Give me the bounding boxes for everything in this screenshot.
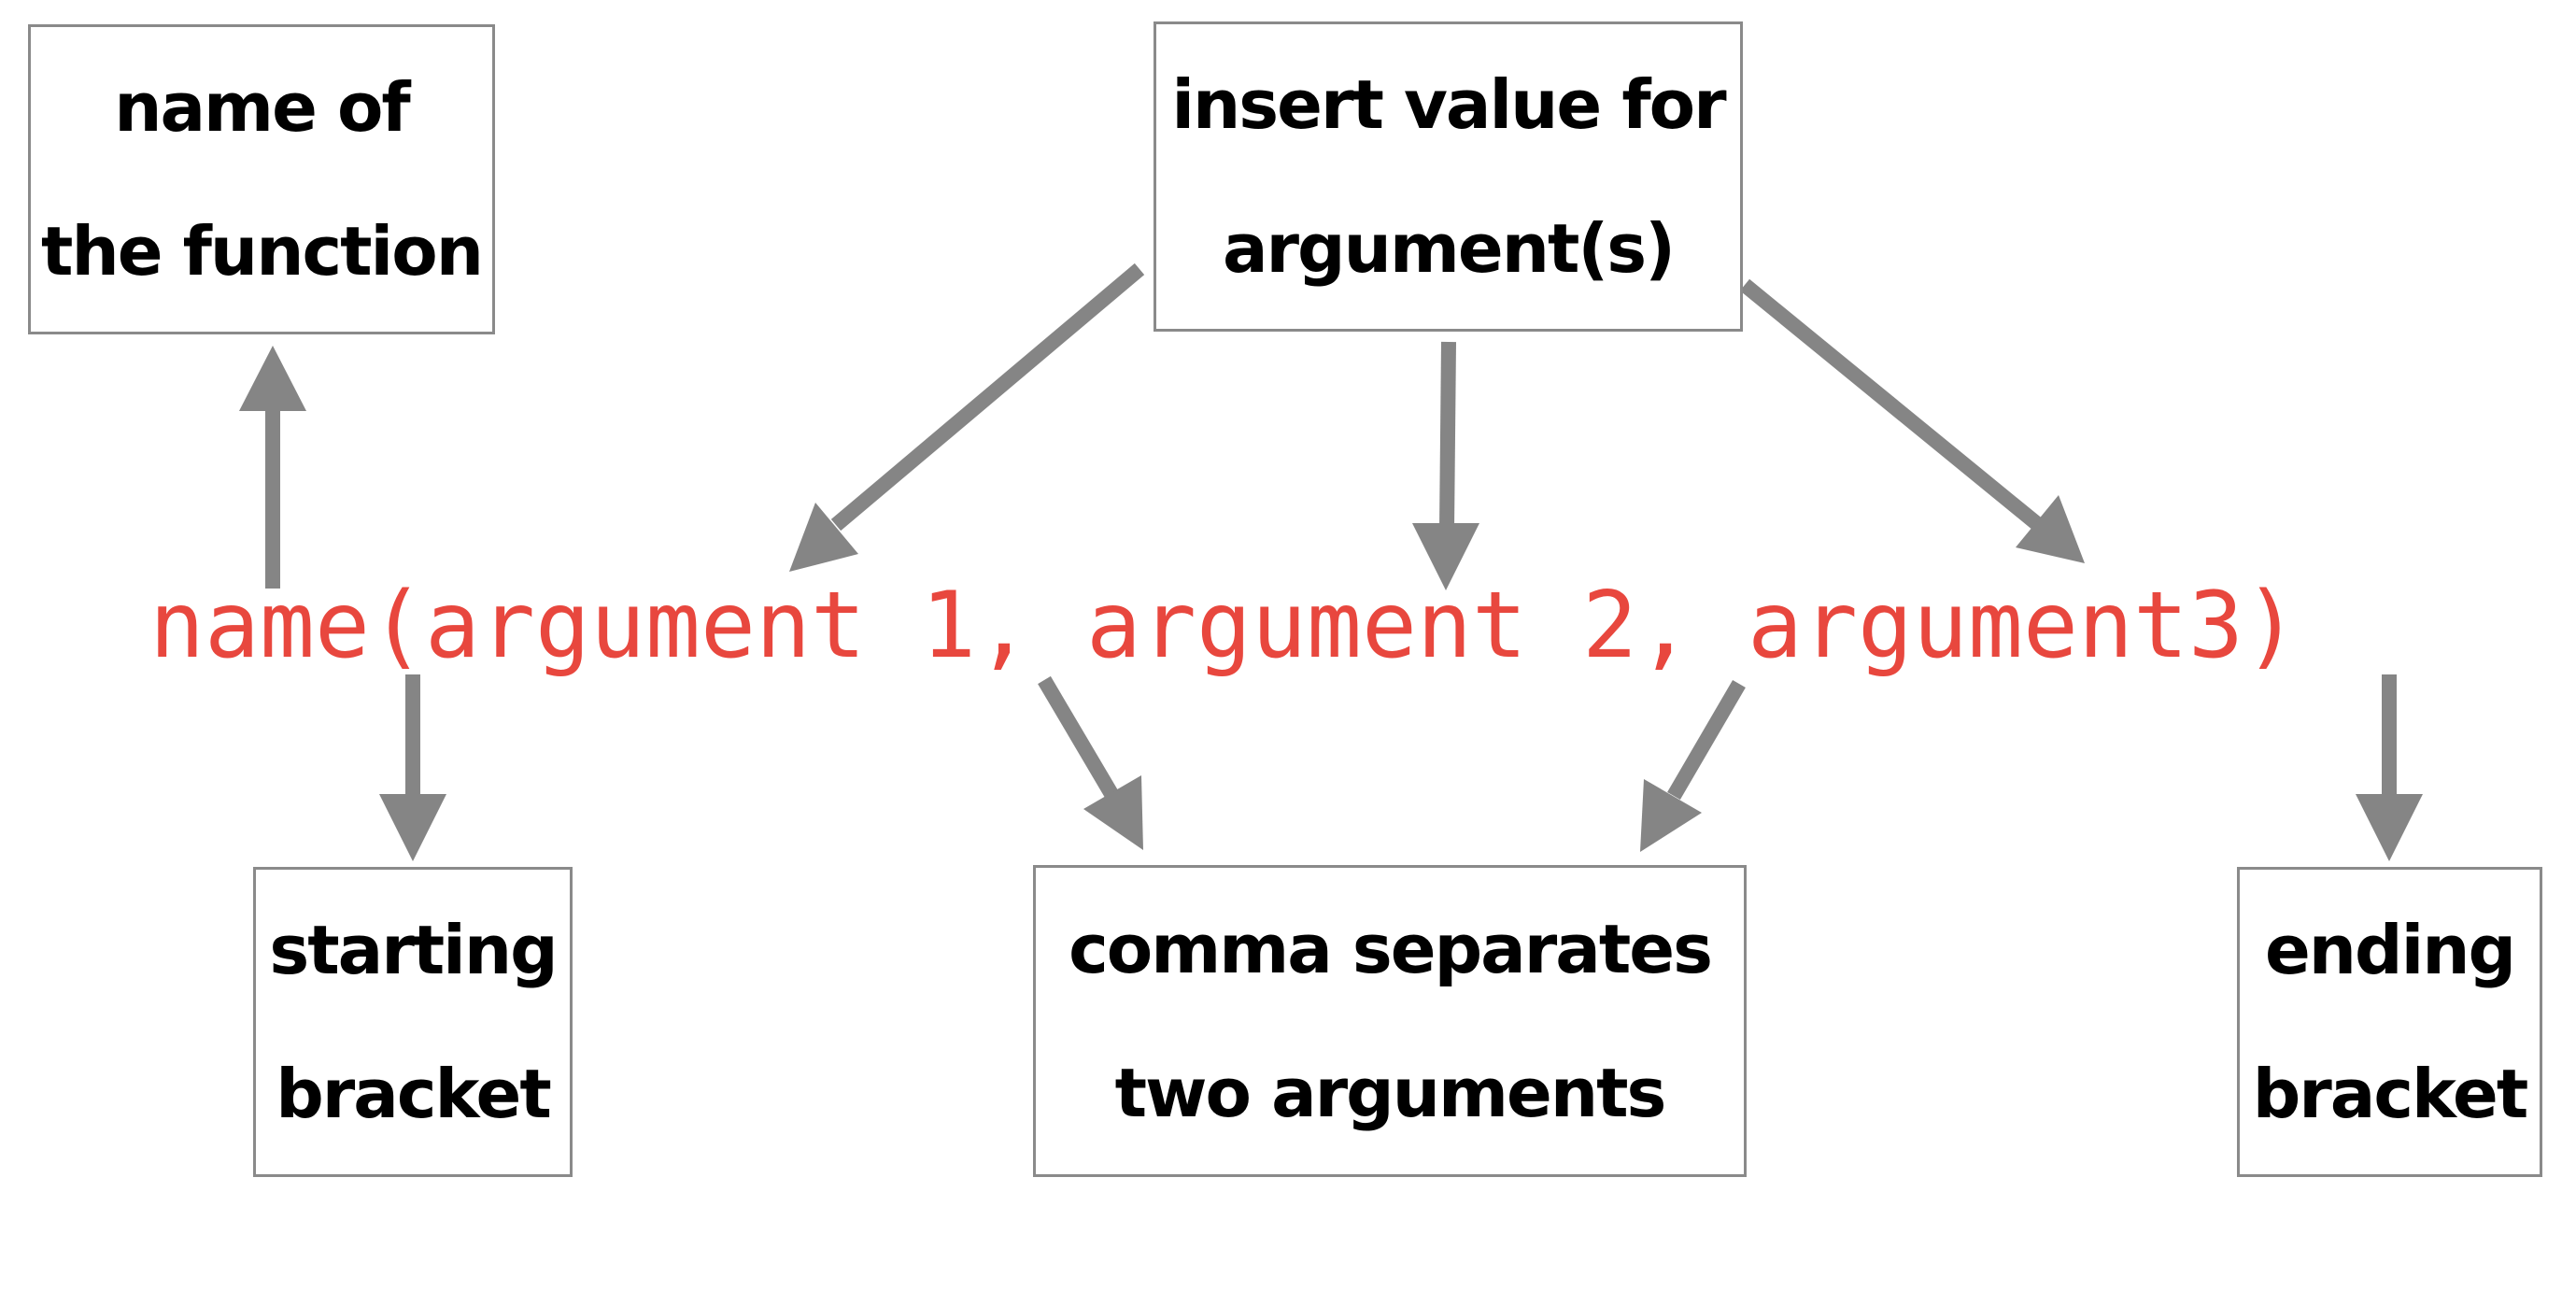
insert-value-box: insert value for argument(s) [1154, 21, 1743, 332]
arrow-comma2-shaft [1667, 679, 1746, 801]
arrow-to-argument3-shaft [1739, 278, 2042, 530]
arrow-to-argument1-shaft [830, 262, 1145, 532]
starting-bracket-label: starting bracket [269, 911, 558, 1133]
insert-value-label: insert value for argument(s) [1171, 65, 1726, 288]
arrow-to-argument2-shaft [1439, 341, 1456, 532]
name-of-function-box: name of the function [28, 24, 495, 334]
arrow-comma1-head [1083, 775, 1143, 850]
ending-bracket-label: ending bracket [2252, 911, 2529, 1133]
arrow-to-starting-bracket-head [379, 794, 446, 861]
ending-bracket-box: ending bracket [2237, 867, 2542, 1177]
function-call-code: name(argument 1, argument 2, argument3) [149, 573, 2300, 679]
arrow-to-name-box-head [239, 346, 306, 411]
name-of-function-label: name of the function [41, 68, 484, 291]
arrow-to-argument3-head [2016, 495, 2085, 563]
arrow-to-argument2-head [1412, 523, 1479, 590]
comma-separates-label: comma separates two arguments [1069, 910, 1713, 1132]
starting-bracket-box: starting bracket [253, 867, 573, 1177]
arrow-comma2-head [1640, 779, 1702, 852]
arrow-to-ending-bracket-head [2356, 794, 2423, 861]
arrow-to-argument1-head [789, 503, 858, 572]
comma-separates-box: comma separates two arguments [1033, 865, 1747, 1177]
arrow-comma1-shaft [1038, 675, 1118, 799]
